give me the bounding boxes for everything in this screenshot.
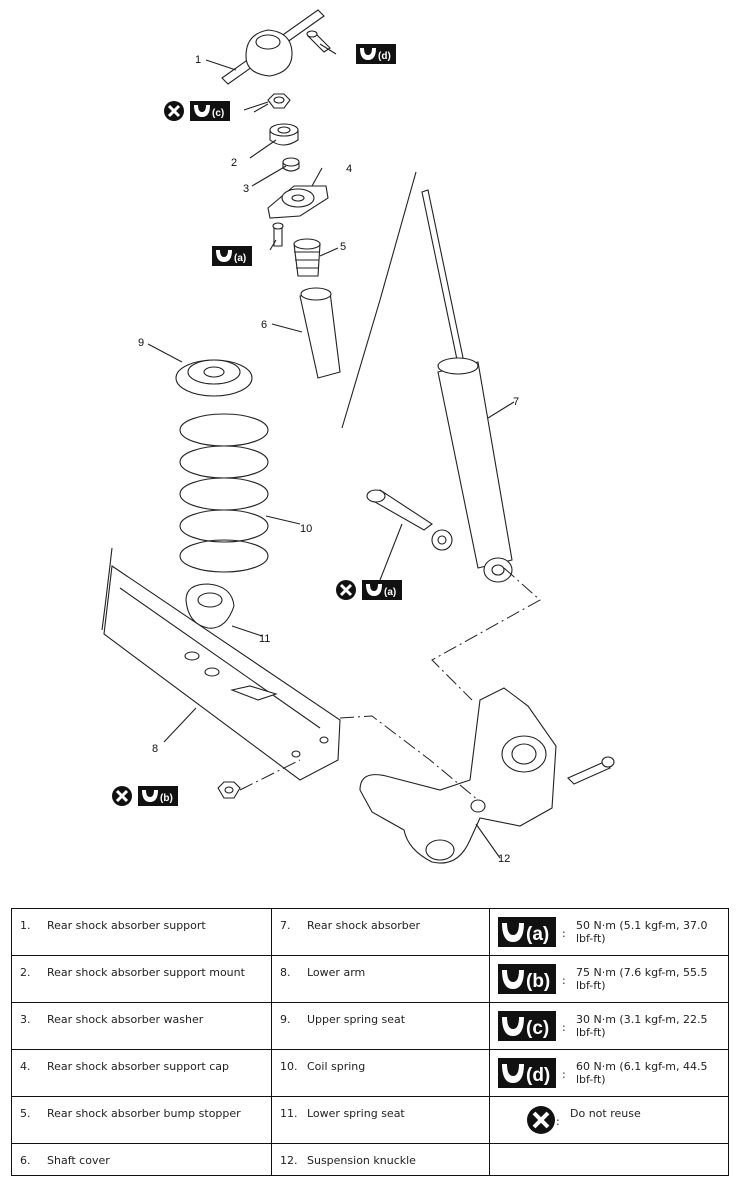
part-shock-absorber [421, 189, 513, 583]
svg-text:(b): (b) [526, 971, 550, 992]
tag-torque-a-bolt: (a) [362, 580, 402, 600]
legend-label: Coil spring [307, 1060, 366, 1073]
part-suspension-knuckle [359, 687, 615, 864]
callout-1: 1 [195, 54, 201, 66]
parts-legend-table: 1. Rear shock absorber support 7. Rear sho… [11, 908, 729, 1176]
legend-num: 11. [280, 1107, 298, 1120]
tag-torque-a-top: (a) [212, 246, 252, 266]
legend-num: 4. [20, 1060, 31, 1073]
part-lower-arm [101, 547, 341, 781]
tag-no-reuse-a [336, 580, 356, 600]
callout-7: 7 [513, 396, 519, 408]
part-bump-stopper [293, 238, 321, 277]
legend-label: Rear shock absorber [307, 919, 421, 932]
callout-8: 8 [152, 743, 158, 755]
part-shaft-cover [299, 287, 341, 379]
legend-label: Shaft cover [47, 1154, 110, 1167]
part-bolt-a-long [366, 489, 453, 551]
part-upper-spring-seat [175, 359, 253, 397]
legend-label: Rear shock absorber washer [47, 1013, 204, 1026]
legend-num: 12. [280, 1154, 298, 1167]
legend-label: Rear shock absorber bump stopper [47, 1107, 241, 1120]
assembly-line [341, 171, 417, 429]
svg-text:(b): (b) [160, 793, 173, 804]
svg-text:(c): (c) [212, 108, 224, 119]
do-not-reuse-icon [526, 1105, 556, 1135]
legend-num: 3. [20, 1013, 31, 1026]
svg-text:(c): (c) [526, 1018, 549, 1039]
callout-4: 4 [346, 163, 352, 175]
do-not-reuse-label: Do not reuse [570, 1107, 641, 1120]
legend-label: Upper spring seat [307, 1013, 406, 1026]
part-coil-spring [179, 413, 269, 573]
callout-5: 5 [340, 241, 346, 253]
part-bolt-d [306, 30, 331, 53]
wrench-icon: (b) [498, 964, 562, 994]
legend-label: Lower arm [307, 966, 366, 979]
legend-label: Lower spring seat [307, 1107, 405, 1120]
torque-value: 60 N·m (6.1 kgf-m, 44.5 lbf-ft) [576, 1060, 708, 1086]
wrench-icon: (d) [498, 1058, 562, 1088]
legend-label: Rear shock absorber support cap [47, 1060, 229, 1073]
legend-num: 8. [280, 966, 291, 979]
empty-cell [489, 1143, 729, 1176]
wrench-icon: (c) [498, 1011, 562, 1041]
part-support [221, 9, 325, 85]
exploded-suspension-diagram: 1 2 3 4 5 6 7 8 9 10 11 12 (d) (c) (a) (… [101, 9, 615, 865]
tag-torque-c: (c) [190, 101, 230, 121]
legend-num: 7. [280, 919, 291, 932]
tag-torque-d: (d) [356, 44, 396, 64]
torque-value: 30 N·m (3.1 kgf-m, 22.5 lbf-ft) [576, 1013, 708, 1039]
legend-num: 6. [20, 1154, 31, 1167]
torque-value: 75 N·m (7.6 kgf-m, 55.5 lbf-ft) [576, 966, 708, 992]
part-nut-c [267, 93, 291, 109]
callout-12: 12 [498, 853, 510, 865]
svg-text:(a): (a) [384, 587, 396, 598]
torque-value: 50 N·m (5.1 kgf-m, 37.0 lbf-ft) [576, 919, 708, 945]
tag-no-reuse-c [164, 101, 184, 121]
svg-text:(d): (d) [378, 51, 391, 62]
part-washer [282, 157, 300, 172]
legend-label: Rear shock absorber support [47, 919, 206, 932]
legend-label: Rear shock absorber support mount [47, 966, 245, 979]
callout-3: 3 [243, 183, 249, 195]
part-support-mount [269, 123, 299, 146]
legend-num: 10. [280, 1060, 298, 1073]
legend-num: 9. [280, 1013, 291, 1026]
callout-2: 2 [231, 157, 237, 169]
callout-10: 10 [300, 523, 312, 535]
legend-num: 1. [20, 919, 31, 932]
legend-label: Suspension knuckle [307, 1154, 416, 1167]
legend-num: 5. [20, 1107, 31, 1120]
callout-6: 6 [261, 319, 267, 331]
part-nut-b [217, 781, 241, 799]
tag-no-reuse-b [112, 786, 132, 806]
callout-9: 9 [138, 337, 144, 349]
part-support-cap [267, 185, 329, 219]
svg-text:(a): (a) [234, 253, 246, 264]
wrench-icon: (a) [498, 917, 562, 947]
legend-num: 2. [20, 966, 31, 979]
svg-text:(d): (d) [526, 1065, 550, 1086]
svg-text:(a): (a) [526, 924, 549, 945]
callout-11: 11 [259, 633, 270, 645]
tag-torque-b: (b) [138, 786, 178, 806]
